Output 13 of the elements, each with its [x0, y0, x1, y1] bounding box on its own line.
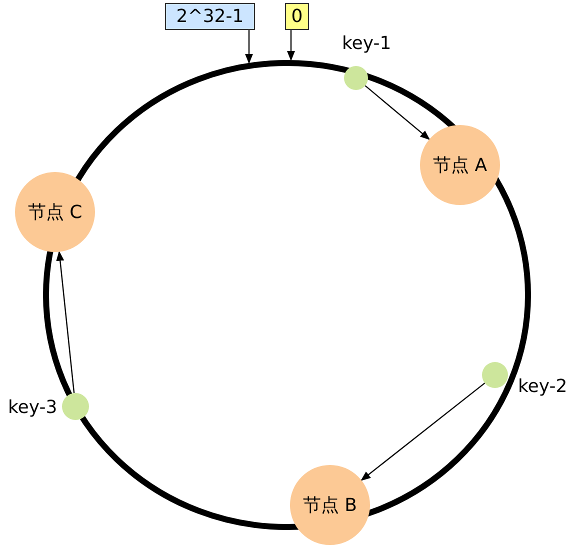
arrow: [245, 30, 253, 64]
key-label: key-1: [342, 33, 392, 54]
server-node: 节点 A: [420, 125, 500, 205]
hash-value-tag: 0: [285, 3, 309, 30]
arrow: [364, 85, 430, 140]
arrow: [287, 30, 295, 62]
key-label: key-2: [518, 376, 568, 397]
arrow: [56, 250, 75, 394]
hash-value-tag: 2^32-1: [165, 3, 255, 30]
server-node: 节点 C: [15, 172, 95, 252]
server-node: 节点 B: [290, 465, 370, 545]
arrow: [360, 382, 486, 481]
key-label: key-3: [8, 397, 58, 418]
